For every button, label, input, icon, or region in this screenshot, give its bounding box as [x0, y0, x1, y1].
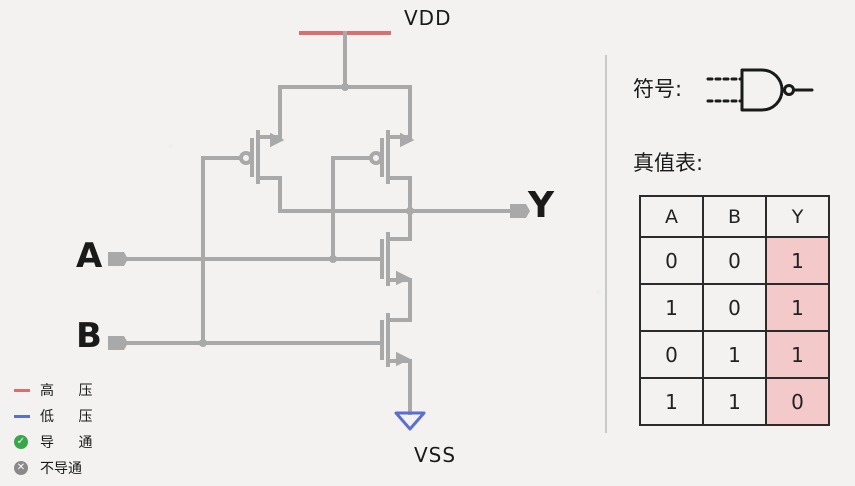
header-a: A [639, 195, 704, 238]
cell-y: 1 [765, 236, 830, 285]
panel-divider [605, 55, 607, 433]
cell-b: 0 [702, 236, 767, 285]
vdd-label: VDD [404, 6, 452, 30]
junction-a [329, 255, 337, 263]
truth-table: A B Y 0 0 1 1 0 1 0 1 1 1 1 0 [639, 195, 830, 426]
header-y: Y [765, 195, 830, 238]
ground-icon [394, 411, 426, 431]
legend-item-on: ✓ 导 通 [14, 429, 102, 455]
legend-item-low: 低 压 [14, 403, 102, 429]
pmos-right-arrow [400, 132, 415, 148]
table-row: 1 0 1 [639, 283, 830, 332]
nmos-top-arrow [396, 270, 411, 286]
legend-label: 导 通 [40, 435, 103, 451]
cell-a: 1 [639, 283, 704, 332]
cell-y: 0 [765, 377, 830, 426]
legend-item-high: 高 压 [14, 377, 102, 403]
cell-a: 0 [639, 330, 704, 379]
truth-table-title: 真值表: [633, 151, 704, 175]
truth-table-header: A B Y [639, 195, 830, 238]
input-a-label: A [76, 236, 103, 276]
cell-a: 1 [639, 377, 704, 426]
legend-label: 高 压 [40, 383, 103, 399]
blue-line-icon [14, 414, 30, 418]
table-row: 1 1 0 [639, 377, 830, 426]
pin-y [510, 204, 530, 218]
red-line-icon [14, 388, 30, 392]
cell-a: 0 [639, 236, 704, 285]
nand-gate-icon [706, 68, 814, 112]
legend-label: 低 压 [40, 409, 103, 425]
junction-vdd [341, 83, 349, 91]
symbol-label: 符号: [633, 77, 683, 101]
cell-b: 0 [702, 283, 767, 332]
table-row: 0 0 1 [639, 236, 830, 285]
pmos-left-arrow [270, 132, 285, 148]
legend-item-off: ✕ 不导通 [14, 455, 102, 481]
pin-a [108, 252, 128, 266]
check-circle-icon: ✓ [14, 435, 28, 449]
legend-label: 不导通 [40, 461, 82, 477]
input-b-label: B [76, 316, 102, 356]
legend: 高 压 低 压 ✓ 导 通 ✕ 不导通 [14, 377, 102, 481]
cell-y: 1 [765, 283, 830, 332]
header-b: B [702, 195, 767, 238]
pin-b [108, 336, 128, 350]
x-circle-icon: ✕ [14, 461, 28, 475]
cell-y: 1 [765, 330, 830, 379]
cell-b: 1 [702, 377, 767, 426]
cell-b: 1 [702, 330, 767, 379]
table-row: 0 1 1 [639, 330, 830, 379]
vss-label: VSS [414, 443, 457, 467]
nmos-bottom-arrow [396, 351, 411, 367]
output-y-label: Y [528, 185, 555, 226]
